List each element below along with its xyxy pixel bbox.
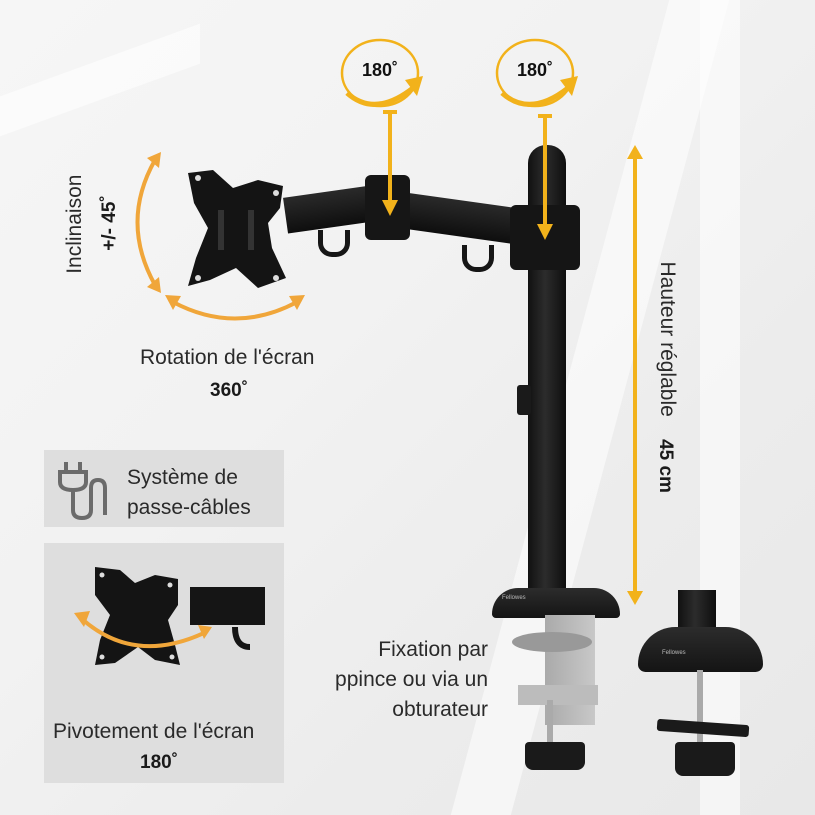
- base-clamp-top: [492, 588, 620, 618]
- clamp-screw: [547, 700, 553, 745]
- rotation-arrow-icon-1: [340, 38, 423, 108]
- rotation-arrow-icon-2: [495, 38, 578, 108]
- screen-rotation-arrow-icon: [165, 295, 305, 321]
- height-value: 45 cm: [655, 439, 676, 493]
- mounting-line1: Fixation par: [378, 638, 488, 661]
- screen-rotation-label: Rotation de l'écran: [140, 346, 315, 369]
- swivel-label: Pivotement de l'écran: [53, 720, 255, 743]
- cable-system-line1: Système de: [127, 466, 238, 489]
- grommet-brand-logo: Fellowes: [662, 650, 686, 656]
- rotation-1-value: 180˚: [361, 60, 399, 80]
- cable-clip: [462, 245, 494, 272]
- tilt-label: Inclinaison: [62, 174, 86, 274]
- background-stripe: [700, 0, 740, 815]
- height-label: Hauteur réglable: [656, 261, 680, 417]
- plug-cable-icon: [58, 462, 107, 521]
- height-arrow-icon: [627, 145, 643, 605]
- swivel-value: 180˚: [140, 752, 179, 773]
- background-stripe: [0, 23, 200, 137]
- rotation-2-value: 180˚: [516, 60, 554, 80]
- vesa-plate: [188, 170, 286, 288]
- brand-logo: Fellowes: [502, 595, 526, 601]
- tilt-arrow-icon: [135, 152, 161, 293]
- tilt-value: +/- 45˚: [99, 195, 120, 251]
- arrow-down-icon-1: [382, 110, 398, 216]
- screen-rotation-value: 360˚: [210, 380, 249, 401]
- mounting-line2: ppince ou via un: [335, 668, 488, 691]
- clamp-knob: [525, 742, 585, 770]
- swivel-arrow-icon: [74, 611, 212, 649]
- cable-system-line2: passe-câbles: [127, 496, 251, 519]
- arrow-down-icon-2: [537, 114, 553, 240]
- grommet-base: [638, 627, 763, 672]
- grommet-screw: [697, 670, 703, 745]
- grommet-pole: [678, 590, 716, 630]
- mounting-line3: obturateur: [392, 698, 488, 721]
- clamp-plate: [512, 632, 592, 652]
- grommet-knob: [675, 742, 735, 776]
- cable-clip: [318, 230, 350, 257]
- clamp-bottom-plate: [518, 685, 598, 705]
- pole-collar: [517, 385, 531, 415]
